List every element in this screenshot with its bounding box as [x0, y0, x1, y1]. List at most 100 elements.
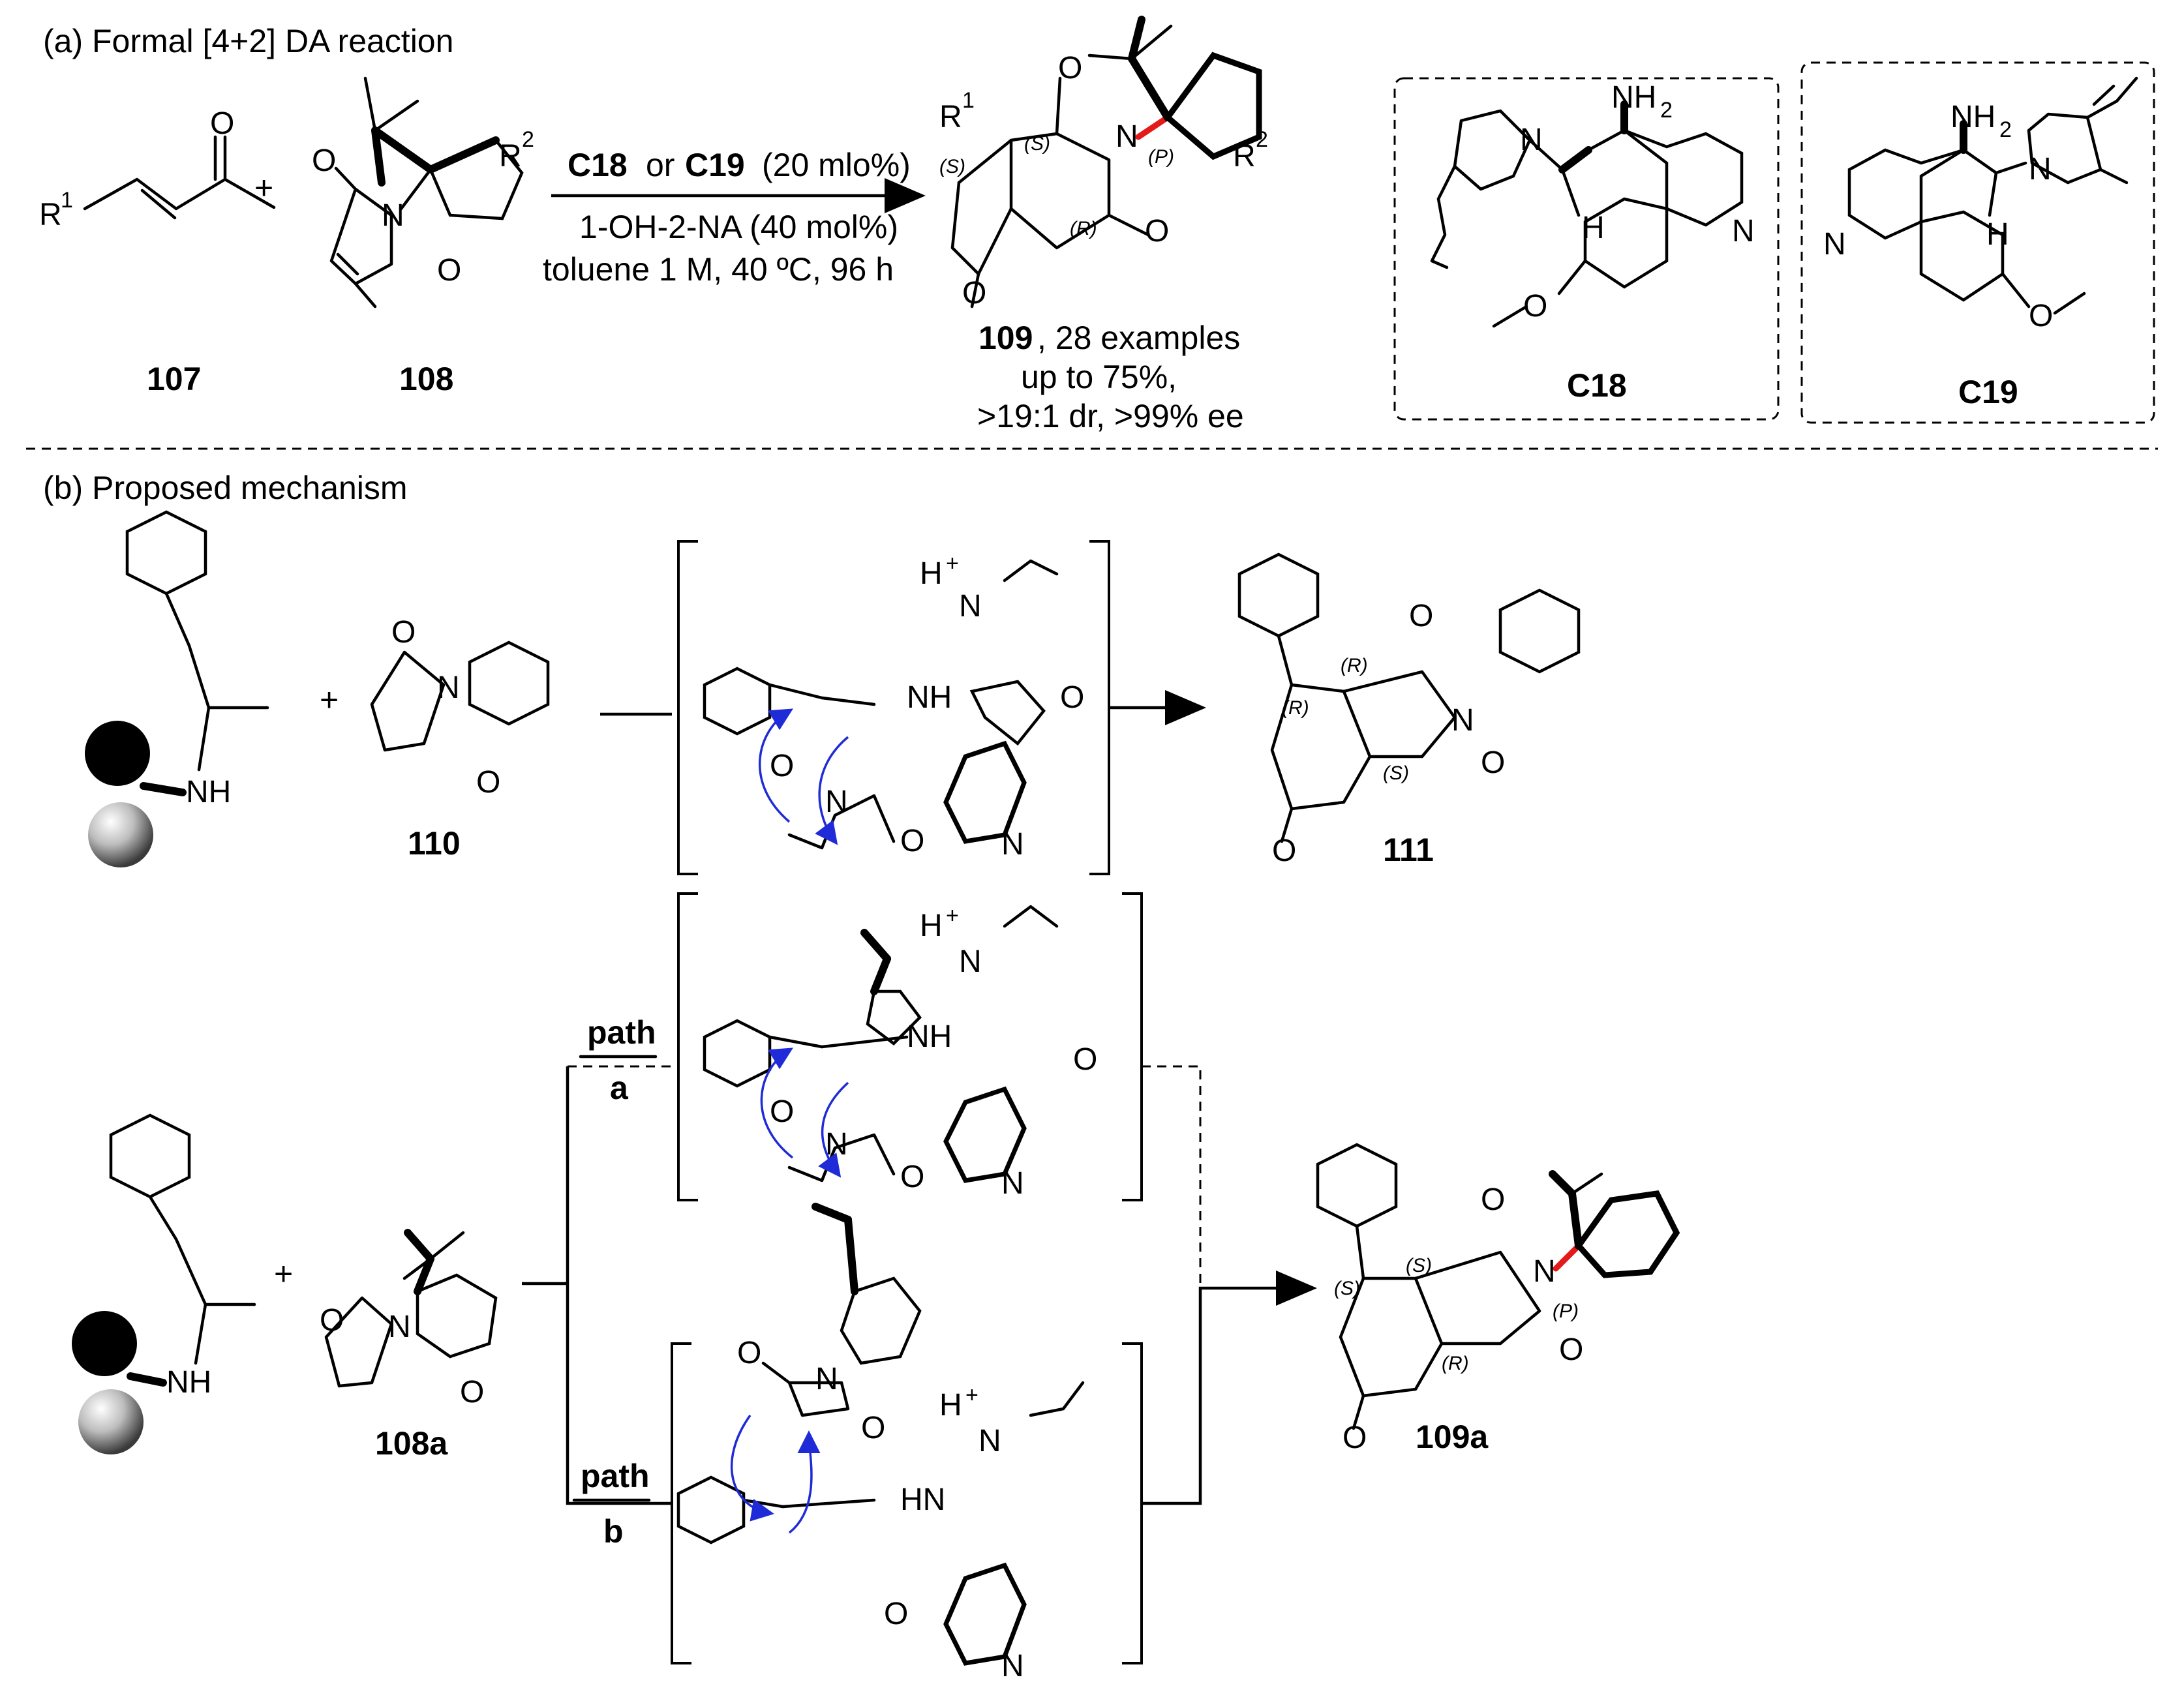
enamine-catalyst-bottom: NH [72, 1113, 256, 1454]
svg-text:O: O [770, 749, 794, 783]
reaction-conditions: C18 or C19 (20 mlo%) 1-OH-2-NA (40 mol%)… [543, 147, 911, 288]
ts1-bracket-left [677, 540, 698, 875]
product-109-summary: 109 , 28 examples up to 75%, >19:1 dr, >… [977, 320, 1244, 434]
svg-text:N: N [959, 944, 982, 979]
svg-text:N: N [1823, 227, 1846, 262]
svg-text:O: O [2029, 299, 2053, 333]
svg-text:1: 1 [962, 88, 975, 113]
label-111: 111 [1383, 832, 1434, 868]
enamine-catalyst-top: NH [85, 510, 269, 867]
svg-text:N: N [1001, 1649, 1024, 1683]
svg-text:O: O [460, 1375, 484, 1409]
svg-text:O: O [737, 1336, 761, 1370]
svg-text:NH: NH [1950, 100, 1995, 134]
structure-c18: N H NH 2 N O [1430, 80, 1755, 328]
svg-text:O: O [1481, 745, 1505, 780]
svg-text:O: O [312, 143, 336, 178]
svg-text:2: 2 [522, 127, 534, 152]
svg-text:b: b [603, 1513, 624, 1550]
svg-text:O: O [962, 276, 986, 310]
svg-text:N: N [1115, 119, 1138, 154]
svg-text:O: O [1058, 51, 1082, 85]
svg-text:N: N [959, 589, 982, 624]
structure-c19: N NH 2 H N O [1823, 76, 2138, 333]
svg-text:O: O [1559, 1332, 1583, 1367]
svg-text:O: O [476, 765, 500, 800]
structure-108: O N O R 2 [312, 76, 534, 309]
transition-state-path-b: O N O H + N HN N O [676, 1203, 1085, 1683]
svg-text:2: 2 [1999, 117, 2012, 142]
svg-text:O: O [1073, 1042, 1097, 1077]
svg-text:N: N [1001, 1166, 1024, 1201]
structure-111: O O N O (R) (R) (S) [1237, 552, 1581, 868]
svg-text:or: or [646, 147, 675, 183]
svg-text:N: N [978, 1424, 1001, 1458]
svg-text:O: O [437, 253, 461, 288]
svg-text:(R): (R) [1442, 1353, 1469, 1374]
svg-text:(S): (S) [1334, 1278, 1360, 1299]
structure-109: O O O N R 2 R 1 (S) (S) (R) (P) [939, 16, 1268, 310]
svg-text:path: path [581, 1458, 650, 1494]
svg-text:C19: C19 [685, 147, 745, 183]
svg-text:R: R [499, 139, 522, 173]
svg-text:+: + [946, 903, 959, 928]
ts1-bracket-right [1089, 540, 1110, 875]
svg-text:O: O [1272, 834, 1296, 868]
plus-sign-b1: + [320, 682, 339, 718]
svg-text:H: H [1986, 217, 2009, 252]
svg-text:(20 mlo%): (20 mlo%) [762, 147, 911, 183]
svg-text:(S): (S) [1024, 133, 1050, 155]
svg-text:HN: HN [900, 1483, 945, 1517]
transition-state-1: NH H + N N O O N O [703, 551, 1084, 862]
svg-text:path: path [587, 1014, 656, 1051]
svg-text:2: 2 [1660, 98, 1673, 123]
svg-text:R: R [39, 198, 62, 232]
svg-text:a: a [610, 1070, 629, 1106]
plus-sign: + [254, 170, 273, 206]
svg-text:(S): (S) [1383, 762, 1409, 784]
label-110: 110 [408, 825, 461, 862]
ts-a-bracket-right [1122, 892, 1143, 1201]
svg-text:(P): (P) [1148, 146, 1174, 168]
path-b-label: path b [572, 1458, 651, 1550]
svg-text:H: H [920, 556, 943, 591]
svg-text:1: 1 [61, 188, 73, 213]
svg-text:N: N [1520, 123, 1543, 157]
svg-text:+: + [946, 551, 959, 576]
svg-text:N: N [437, 670, 460, 705]
svg-text:O: O [1481, 1182, 1505, 1217]
svg-text:(S): (S) [939, 156, 965, 177]
svg-text:R: R [939, 100, 962, 134]
svg-text:O: O [770, 1094, 794, 1129]
svg-text:(R): (R) [1070, 218, 1097, 239]
structure-108a: O N O [320, 1229, 498, 1409]
svg-text:H: H [920, 909, 943, 943]
svg-text:N: N [815, 1362, 838, 1396]
svg-text:NH: NH [1611, 80, 1656, 115]
svg-text:N: N [2029, 152, 2052, 187]
label-109a: 109a [1416, 1419, 1489, 1455]
label-108a: 108a [375, 1425, 448, 1462]
svg-text:N: N [1451, 703, 1474, 738]
svg-text:+: + [965, 1383, 978, 1407]
transition-state-path-a: NH H + N N O O N O [703, 903, 1097, 1201]
svg-text:(P): (P) [1553, 1301, 1579, 1322]
catalyst-black-ball [85, 721, 150, 786]
ts-a-bracket-left [677, 892, 698, 1201]
structure-110: O N O [370, 615, 550, 800]
svg-text:2: 2 [1256, 127, 1268, 152]
catalyst-c18-box [1393, 77, 1780, 421]
svg-text:N: N [388, 1310, 411, 1344]
svg-text:O: O [884, 1597, 908, 1631]
svg-text:109: 109 [978, 320, 1033, 356]
svg-text:O: O [900, 1160, 924, 1194]
svg-text:O: O [900, 824, 924, 858]
branch-path-b [566, 1066, 672, 1505]
svg-text:NH: NH [907, 1019, 952, 1054]
path-b-merge-arrow [1142, 1271, 1317, 1505]
svg-text:O: O [210, 106, 234, 141]
svg-text:, 28 examples: , 28 examples [1037, 320, 1240, 356]
ts-b-bracket-left [671, 1342, 691, 1664]
label-107: 107 [147, 361, 201, 397]
